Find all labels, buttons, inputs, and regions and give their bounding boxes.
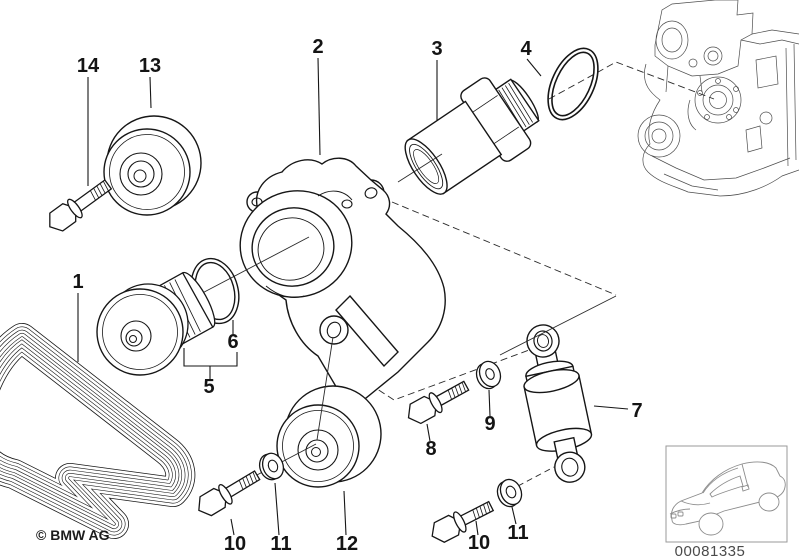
copyright-text: © BMW AG xyxy=(36,527,110,543)
image-code: 00081335 xyxy=(675,543,746,559)
part-10-bolt-right xyxy=(431,500,495,543)
part-3-sleeve xyxy=(404,77,540,195)
callout-14[interactable]: 14 xyxy=(77,55,100,77)
callout-5[interactable]: 5 xyxy=(203,376,214,398)
callout-8[interactable]: 8 xyxy=(425,438,436,460)
callouts: 14 13 2 3 4 1 6 5 7 9 8 10 11 12 10 11 xyxy=(72,36,642,555)
callout-3[interactable]: 3 xyxy=(431,38,442,60)
car-thumbnail-frame xyxy=(665,445,788,543)
callout-7[interactable]: 7 xyxy=(631,400,642,422)
part-13-idler-pulley xyxy=(103,115,202,216)
part-10-bolt-left xyxy=(198,470,261,517)
callout-12[interactable]: 12 xyxy=(336,533,358,555)
axis-line-boss-pulley-12 xyxy=(316,336,334,441)
part-9-washer xyxy=(475,360,502,390)
callout-6[interactable]: 6 xyxy=(227,331,238,353)
callout-4[interactable]: 4 xyxy=(520,38,532,60)
part-5-pulley-plug xyxy=(96,271,216,376)
leader-lines xyxy=(77,57,629,536)
axis-line-3 xyxy=(397,153,443,183)
part-7-damper xyxy=(523,324,593,483)
car-outline-drawing xyxy=(669,461,786,536)
callout-11-left[interactable]: 11 xyxy=(270,533,291,555)
part-2-tensioner-bracket xyxy=(239,157,446,402)
callout-9[interactable]: 9 xyxy=(484,413,495,435)
callout-2[interactable]: 2 xyxy=(312,36,323,58)
car-thumbnail: 00081335 xyxy=(665,445,788,559)
callout-10-right[interactable]: 10 xyxy=(468,532,490,554)
part-14-bolt xyxy=(49,179,113,232)
part-4-o-ring xyxy=(547,47,599,121)
part-11-washer-left xyxy=(258,452,285,481)
callout-1[interactable]: 1 xyxy=(72,271,83,293)
callout-11-right[interactable]: 11 xyxy=(507,522,528,544)
engine-block-drawing xyxy=(637,0,799,197)
callout-10-left[interactable]: 10 xyxy=(224,533,246,555)
part-12-tensioner-pulley xyxy=(276,385,382,488)
part-11-washer-right xyxy=(496,478,523,508)
callout-13[interactable]: 13 xyxy=(139,55,161,77)
part-8-bolt xyxy=(407,380,470,425)
axis-line-damper-eye xyxy=(499,295,617,356)
